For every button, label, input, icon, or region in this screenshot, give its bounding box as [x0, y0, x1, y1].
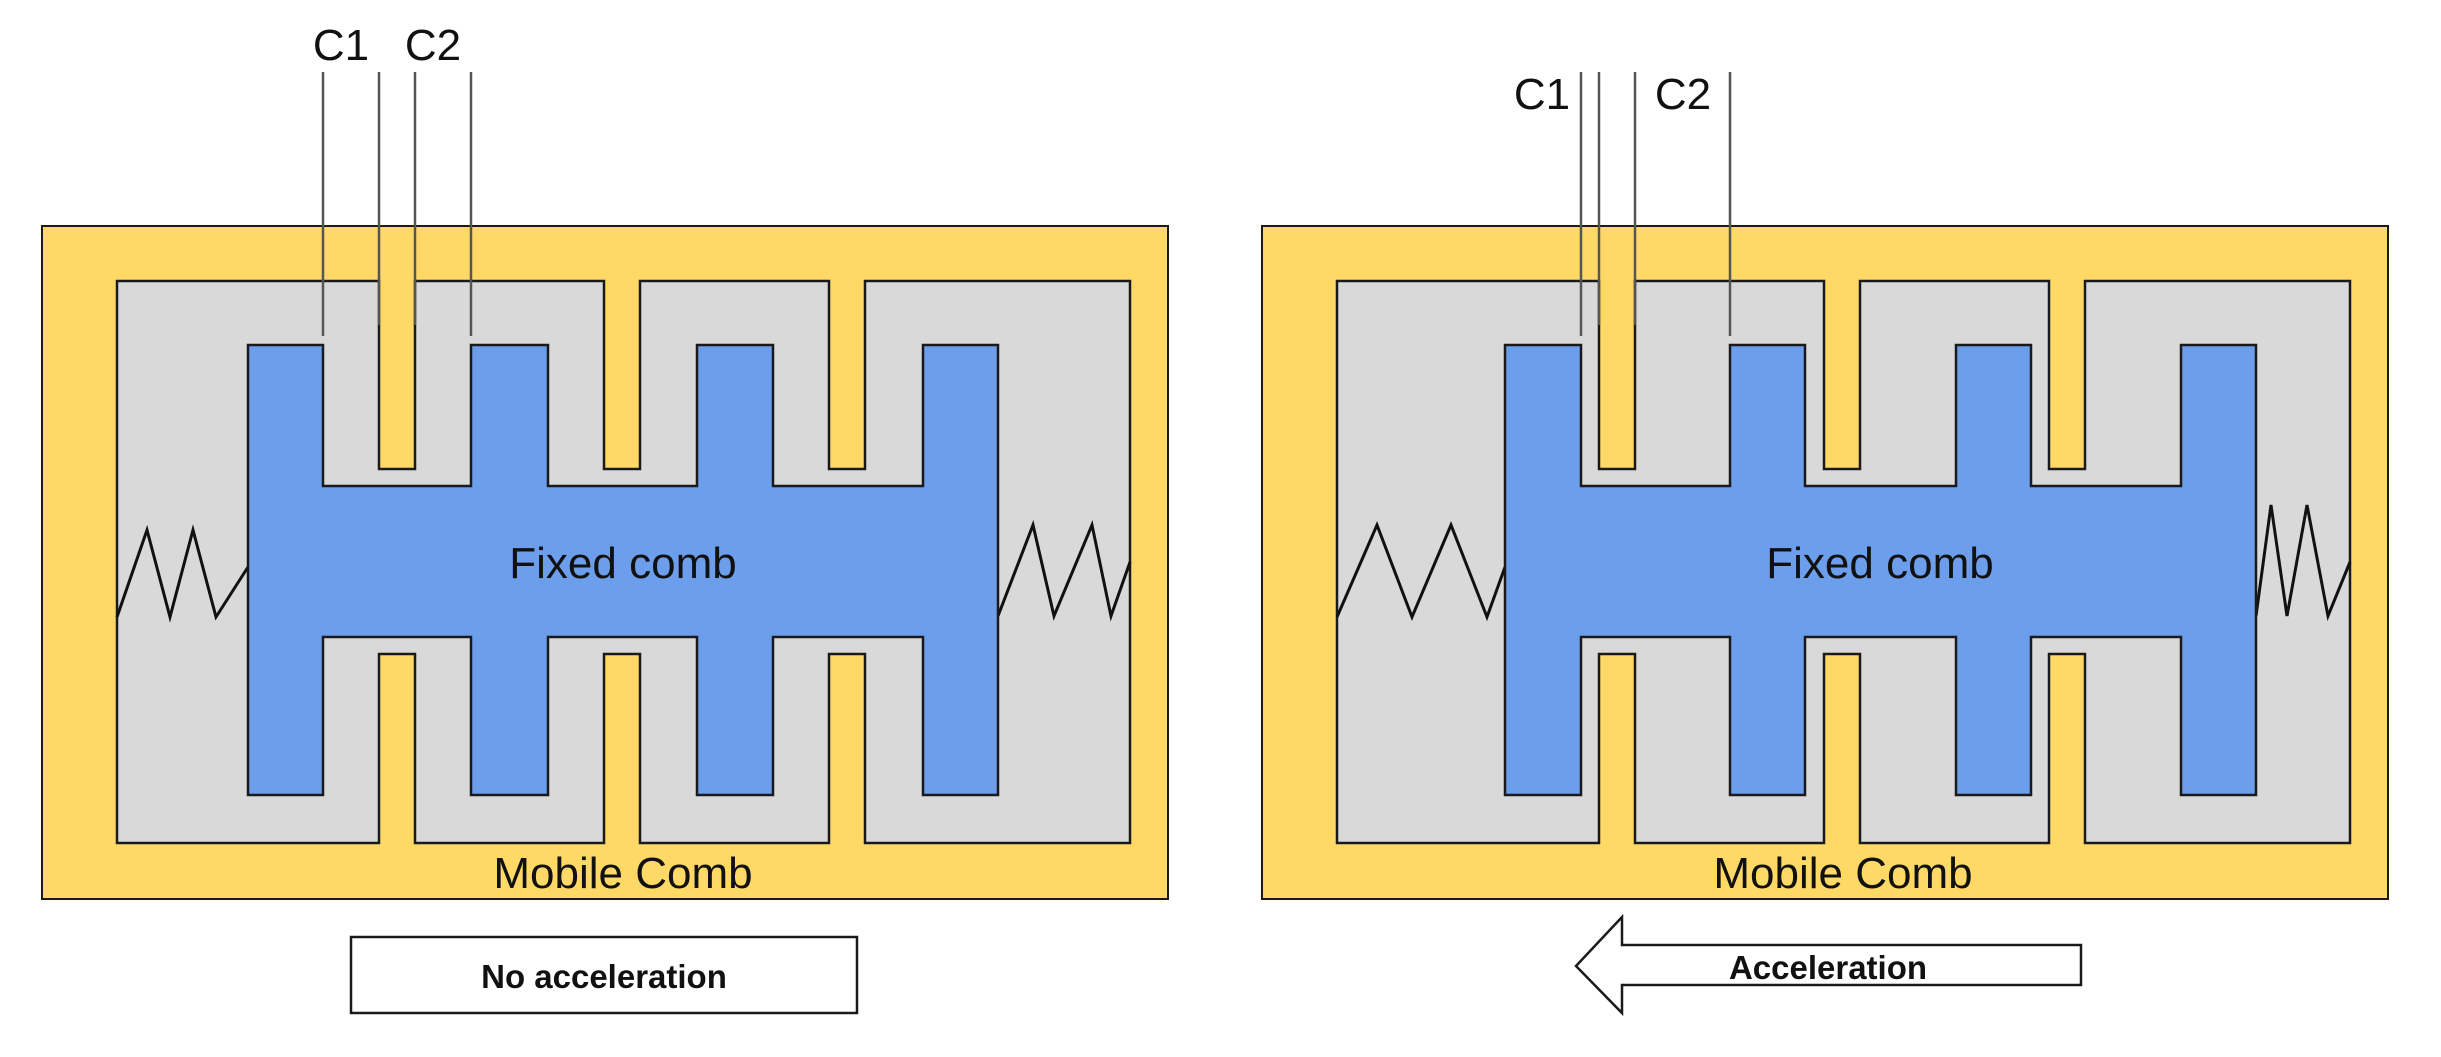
mobile-comb-label: Mobile Comb — [493, 849, 752, 898]
spring-right — [2254, 504, 2352, 622]
c2-label: C2 — [405, 21, 461, 70]
fixed-comb — [246, 343, 1000, 797]
fixed-comb-label: Fixed comb — [1766, 539, 1993, 588]
status-label: Acceleration — [1729, 949, 1927, 986]
c2-label: C2 — [1655, 70, 1711, 119]
c1-label: C1 — [313, 21, 369, 70]
c1-label: C1 — [1514, 70, 1570, 119]
spring-left — [1335, 521, 1507, 622]
status-box: No acceleration — [349, 935, 859, 1015]
spring-right — [996, 519, 1132, 622]
acceleration-arrow: Acceleration — [1574, 913, 2083, 1017]
panel-acceleration: C1 C2 Fixed comb Mobile Comb Acceleratio… — [1261, 70, 2389, 1017]
status-label: No acceleration — [481, 958, 727, 995]
fixed-comb — [1503, 343, 2258, 797]
arrow-left-icon — [1574, 913, 2083, 1017]
fixed-comb-label: Fixed comb — [509, 539, 736, 588]
mobile-comb-label: Mobile Comb — [1713, 849, 1972, 898]
spring-left — [115, 524, 250, 623]
panel-no-acceleration: C1 C2 Fixed comb Mobile Comb No accelera… — [41, 21, 1169, 1015]
